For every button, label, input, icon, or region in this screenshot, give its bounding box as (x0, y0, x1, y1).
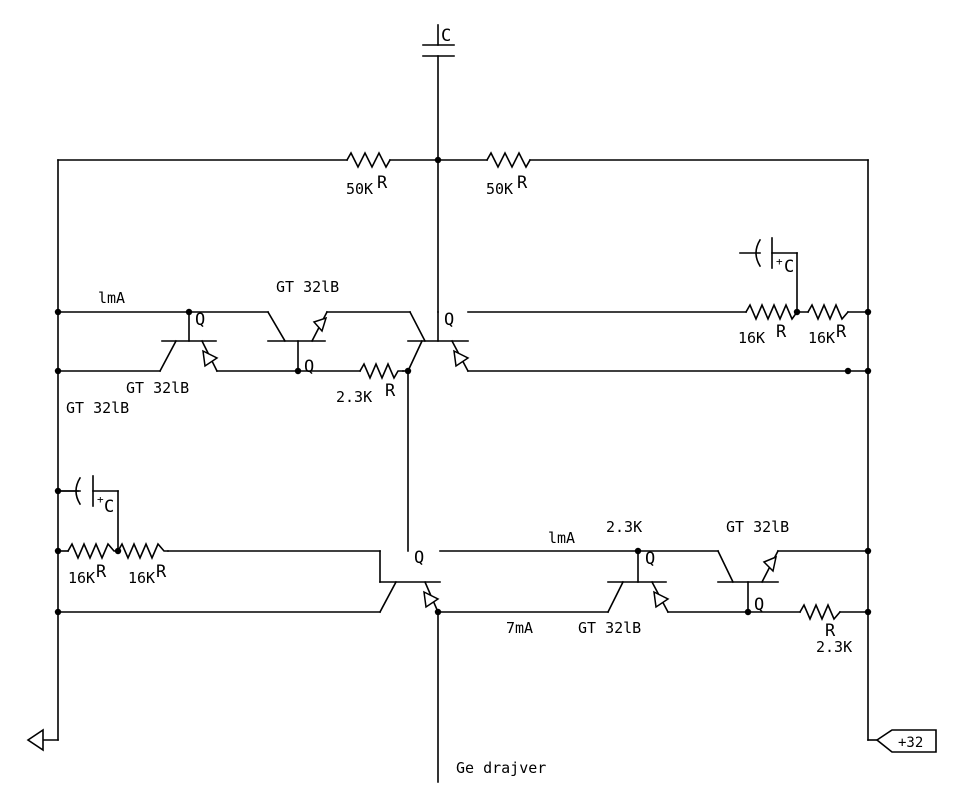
label-current-lower-emitter: 7mA (506, 619, 533, 637)
label-part-upper-mid: GT 32lB (276, 278, 339, 296)
label-output: Ge drajver (456, 759, 546, 777)
label-r-upper-mid-sym: R (385, 381, 396, 401)
resistor-lower-right (798, 602, 842, 622)
label-cap-lower-left: C (104, 497, 114, 517)
label-r-top-right-value: 50K (486, 180, 513, 198)
capacitor-lower-left (57, 475, 119, 552)
cap-lower-left-plus: + (97, 493, 104, 506)
label-q-lower-mid: Q (645, 549, 655, 569)
label-r-top-left-sym: R (377, 173, 388, 193)
label-r-upper-mid-value: 2.3K (336, 388, 372, 406)
label-r-lower-right-sym: R (825, 621, 836, 641)
emitter-arrow-upper-left (202, 349, 219, 368)
junction-dots (54, 156, 872, 616)
label-r-lower-left1-value: 16K (68, 569, 95, 587)
label-r-lower-right-value: 2.3K (816, 638, 852, 656)
lower-wiring (57, 490, 869, 783)
label-top-cap: C (441, 26, 451, 46)
label-supply: +32 (898, 735, 923, 751)
label-part-lower-mid: GT 32lB (578, 619, 641, 637)
emitter-arrow-lower-center (423, 590, 440, 609)
emitter-arrow-upper-mid (312, 316, 328, 333)
upper-wiring (57, 310, 869, 552)
resistor-top-left (345, 151, 392, 169)
label-r-top-left-value: 50K (346, 180, 373, 198)
emitter-arrow-lower-mid (653, 590, 670, 609)
label-q-upper-center: Q (444, 310, 454, 330)
label-r-lower-left2-sym: R (156, 562, 167, 582)
label-r-upper-right1-value: 16K (738, 329, 765, 347)
resistor-top-right (485, 151, 532, 169)
label-part-left-rail: GT 32lB (66, 399, 129, 417)
label-r-lower-left2-value: 16K (128, 569, 155, 587)
resistor-upper-right-1 (744, 302, 809, 322)
emitter-arrow-lower-right (762, 555, 778, 573)
label-part-lower-right: GT 32lB (726, 518, 789, 536)
ground-arrow (26, 728, 59, 752)
label-r-upper-right2-sym: R (836, 322, 847, 342)
resistor-lower-left-1 (66, 541, 119, 561)
supply-tag (867, 729, 937, 753)
label-cap-upper-right: C (784, 257, 794, 277)
label-q-upper-left: Q (195, 310, 205, 330)
label-r-lower-mid-value: 2.3K (606, 518, 642, 536)
label-current-upper: lmA (98, 289, 125, 307)
label-r-upper-right1-sym: R (776, 322, 787, 342)
capacitor-upper-right (739, 237, 798, 313)
label-q-lower-center: Q (414, 548, 424, 568)
label-r-lower-left1-sym: R (96, 562, 107, 582)
resistor-upper-right-2 (806, 302, 850, 322)
resistor-lower-left-2 (116, 541, 169, 561)
top-capacitor (422, 24, 455, 161)
label-q-lower-right: Q (754, 595, 764, 615)
resistor-upper-mid (358, 361, 404, 381)
emitter-arrow-upper-center (453, 349, 470, 368)
outer-bus (57, 159, 869, 741)
label-r-upper-right2-value: 16K (808, 329, 835, 347)
label-part-upper-left: GT 32lB (126, 379, 189, 397)
label-q-upper-mid: Q (304, 357, 314, 377)
cap-upper-right-plus: + (776, 255, 783, 268)
label-r-top-right-sym: R (517, 173, 528, 193)
label-current-lower: lmA (548, 529, 575, 547)
